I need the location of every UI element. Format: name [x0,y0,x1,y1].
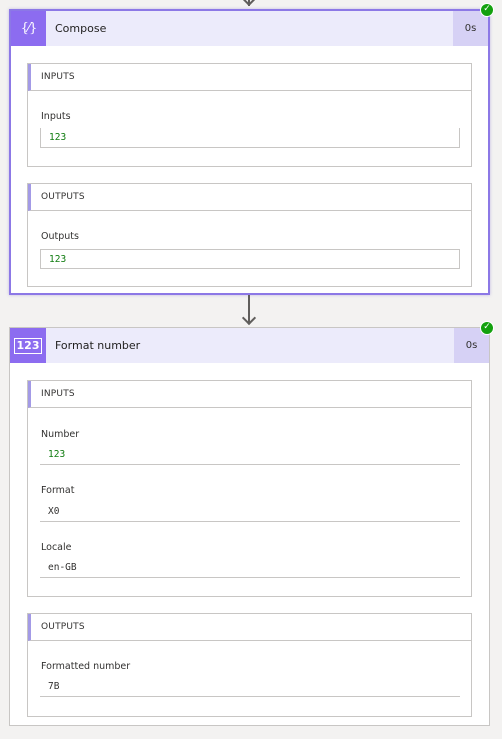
format-number-outputs-section: OUTPUTS Formatted number 7B [27,613,472,717]
connector-line-top [248,0,250,6]
compose-card-header[interactable]: {⁄} Compose 0s [11,11,488,46]
number-label: Number [41,429,80,440]
format-number-inputs-header: INPUTS [28,381,471,408]
formatted-number-label: Formatted number [41,661,131,672]
locale-value: en-GB [40,558,460,578]
compose-title: Compose [55,22,107,35]
success-check-icon: ✓ [480,321,494,335]
format-number-action-card[interactable]: 123 Format number 0s INPUTS Number 123 F… [9,327,490,726]
number-value: 123 [40,445,460,465]
connector-line-middle [248,295,250,324]
compose-outputs-label: Outputs [41,231,79,242]
format-number-inputs-section: INPUTS Number 123 Format X0 Locale en-GB [27,380,472,597]
format-number-duration-badge: 0s [454,328,489,363]
format-number-outputs-header: OUTPUTS [28,614,471,641]
down-arrow-icon [241,310,257,326]
format-value: X0 [40,502,460,522]
compose-outputs-value: 123 [40,249,460,269]
compose-action-card[interactable]: {⁄} Compose 0s INPUTS Inputs 123 OUTPUTS… [9,9,490,295]
compose-inputs-header: INPUTS [28,64,471,91]
format-number-card-header[interactable]: 123 Format number 0s [10,328,489,363]
compose-outputs-header: OUTPUTS [28,184,471,211]
formatted-number-value: 7B [40,677,460,697]
compose-braces-icon: {⁄} [11,11,46,46]
success-check-icon: ✓ [480,3,494,17]
compose-inputs-value: 123 [40,128,460,148]
down-arrow-icon [241,0,257,7]
compose-outputs-section: OUTPUTS Outputs 123 [27,183,472,287]
compose-inputs-section: INPUTS Inputs 123 [27,63,472,167]
compose-inputs-label: Inputs [41,111,71,122]
locale-label: Locale [41,542,72,553]
number-123-icon: 123 [10,328,46,363]
format-label: Format [41,485,75,496]
format-number-title: Format number [55,339,141,352]
compose-duration-badge: 0s [453,11,488,46]
